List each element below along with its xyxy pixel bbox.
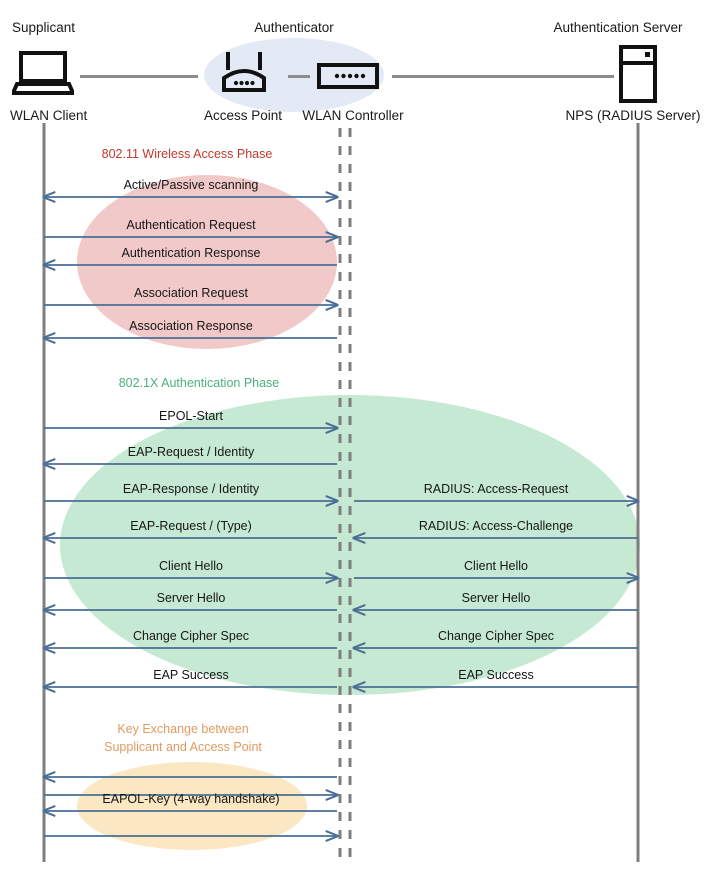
- actor-role-authenticator: Authenticator: [254, 20, 334, 35]
- message-label: EAP-Request / Identity: [127, 445, 255, 459]
- actor-device-wlan-controller: WLAN Controller: [302, 108, 404, 123]
- message-label: Server Hello: [461, 591, 531, 605]
- message-label: Authentication Response: [121, 246, 261, 260]
- message-label: Server Hello: [156, 591, 226, 605]
- message-label: Active/Passive scanning: [123, 178, 259, 192]
- message-label: Client Hello: [464, 559, 528, 573]
- phase-label-key-exchange-line1: Key Exchange between: [117, 722, 249, 736]
- connector-controller-server: [392, 75, 614, 78]
- wlan-controller-icon: [317, 63, 379, 89]
- actor-device-wlan-client: WLAN Client: [10, 108, 88, 123]
- message-label: Client Hello: [159, 559, 223, 573]
- actor-role-auth-server: Authentication Server: [553, 20, 683, 35]
- connector-ap-controller: [288, 75, 310, 78]
- message-label: RADIUS: Access-Challenge: [418, 519, 574, 533]
- message-label: RADIUS: Access-Request: [423, 482, 569, 496]
- laptop-icon: [12, 51, 74, 95]
- message-label: EPOL-Start: [159, 409, 223, 423]
- message-label: Change Cipher Spec: [437, 629, 555, 643]
- actor-device-access-point: Access Point: [203, 108, 283, 123]
- message-label: Association Response: [129, 319, 253, 333]
- phase-label-8021x: 802.1X Authentication Phase: [118, 376, 280, 390]
- phase-label-80211: 802.11 Wireless Access Phase: [101, 147, 273, 161]
- phase-label-key-exchange-line2: Supplicant and Access Point: [104, 740, 262, 754]
- connector-client-ap: [80, 75, 198, 78]
- server-icon: [619, 45, 657, 103]
- message-label: EAPOL-Key (4-way handshake): [102, 792, 280, 806]
- message-label: Change Cipher Spec: [132, 629, 250, 643]
- actor-role-supplicant: Supplicant: [12, 20, 76, 35]
- message-label: EAP Success: [153, 668, 229, 682]
- message-label: EAP-Request / (Type): [130, 519, 252, 533]
- actor-device-nps: NPS (RADIUS Server): [565, 108, 701, 123]
- lifelines: [42, 123, 640, 862]
- message-label: EAP Success: [458, 668, 534, 682]
- access-point-icon: [222, 52, 266, 92]
- message-arrows: [44, 197, 638, 836]
- message-label: EAP-Response / Identity: [122, 482, 260, 496]
- message-label: Authentication Request: [126, 218, 256, 232]
- message-label: Association Request: [134, 286, 248, 300]
